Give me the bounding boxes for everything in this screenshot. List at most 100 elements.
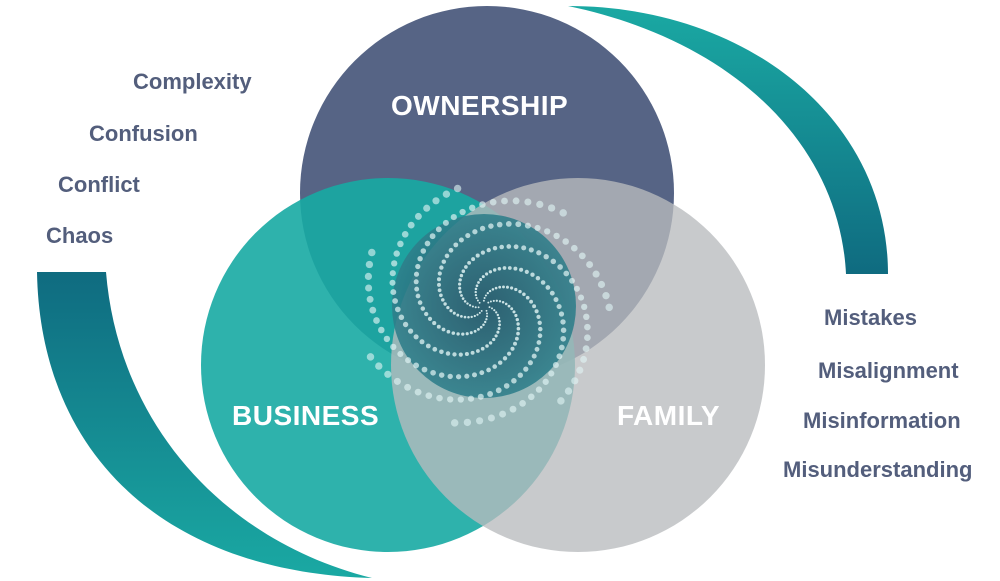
spiral-dot [557, 397, 565, 405]
spiral-dot [536, 340, 542, 345]
spiral-dot [461, 269, 466, 273]
spiral-dot [487, 391, 494, 397]
spiral-dot [513, 244, 519, 250]
spiral-dot [463, 418, 472, 427]
spiral-dot [522, 292, 526, 297]
spiral-dot [474, 287, 478, 291]
spiral-dot [514, 287, 518, 292]
spiral-dot [393, 250, 400, 257]
spiral-dot [472, 372, 477, 378]
spiral-dot [488, 270, 493, 274]
spiral-dot [467, 260, 472, 265]
left-word-complexity: Complexity [133, 69, 252, 94]
spiral-dot [484, 320, 487, 324]
spiral-dot [458, 290, 462, 294]
spiral-dot [475, 349, 480, 353]
spiral-dot [489, 198, 497, 206]
spiral-dot [516, 326, 521, 331]
spiral-dot [439, 293, 443, 298]
spiral-dot [453, 184, 462, 193]
spiral-dot [504, 302, 508, 306]
spiral-dot [488, 341, 493, 345]
spiral-dot [473, 314, 476, 318]
spiral-dot [536, 314, 541, 319]
spiral-dot [559, 209, 567, 217]
spiral-dot [461, 332, 465, 336]
spiral-dot [564, 387, 573, 395]
spiral-dot [560, 319, 566, 325]
spiral-dot [471, 257, 476, 262]
spiral-dot [597, 280, 606, 289]
spiral-dot [458, 286, 462, 290]
spiral-dot [457, 396, 464, 403]
spiral-dot [451, 331, 456, 335]
spiral-dot [510, 346, 515, 351]
spiral-dot [505, 221, 512, 227]
spiral-dot [413, 279, 419, 285]
spiral-dot [485, 315, 489, 318]
spiral-dot [513, 266, 518, 271]
spiral-dot [524, 198, 532, 206]
spiral-dot [582, 345, 590, 353]
spiral-dot [475, 284, 479, 288]
spiral-dot [446, 396, 454, 403]
spiral-dot [453, 242, 459, 248]
spiral-dot [402, 321, 409, 328]
spiral-dot [485, 344, 489, 348]
spiral-dot [496, 330, 500, 334]
spiral-dot [369, 306, 377, 314]
spiral-dot [479, 370, 485, 376]
spiral-dot [414, 286, 420, 292]
spiral-dot [548, 370, 555, 377]
right-word-misinformation: Misinformation [803, 408, 961, 433]
spiral-dot [535, 386, 543, 393]
spiral-dot [545, 285, 551, 290]
spiral-dot [414, 212, 422, 220]
spiral-dot [570, 244, 578, 252]
spiral-dot [474, 293, 478, 297]
spiral-dot [536, 200, 544, 208]
spiral-dot [436, 394, 443, 402]
spiral-dot [562, 238, 569, 245]
spiral-dot [486, 247, 491, 253]
spiral-dot [487, 301, 490, 304]
spiral-dot [556, 303, 562, 310]
spiral-dot [458, 278, 462, 282]
spiral-dot [435, 226, 442, 233]
spiral-dot [536, 250, 542, 256]
spiral-dot [394, 306, 401, 313]
spiral-dot [571, 377, 579, 385]
spiral-dot [391, 260, 398, 267]
spiral-dot [450, 214, 457, 221]
spiral-dot [497, 267, 502, 271]
spiral-dot [525, 295, 530, 300]
spiral-dot [413, 362, 420, 369]
spiral-dot [429, 233, 436, 240]
spiral-dot [398, 314, 405, 321]
spiral-dot [446, 329, 451, 334]
spiral-dot [544, 228, 551, 235]
spiral-dot [468, 204, 476, 212]
spiral-dot [553, 297, 559, 303]
spiral-dot [535, 275, 541, 281]
spiral-dot [584, 323, 591, 331]
spiral-dot [527, 360, 533, 366]
spiral-dot [537, 320, 542, 325]
spiral-dot [456, 313, 460, 317]
ownership-label: OWNERSHIP [391, 90, 569, 121]
spiral-dot [499, 410, 507, 418]
spiral-dot [378, 326, 385, 334]
spiral-dot [495, 311, 498, 314]
spiral-dot [415, 293, 421, 299]
spiral-dot [368, 248, 376, 257]
spiral-dot [464, 373, 470, 379]
spiral-dot [477, 281, 480, 284]
spiral-dot [510, 286, 514, 290]
spiral-dot [456, 332, 460, 336]
spiral-dot [432, 321, 437, 326]
spiral-dot [459, 273, 464, 278]
spiral-dot [491, 307, 493, 310]
spiral-dot [424, 311, 429, 317]
spiral-dot [407, 328, 414, 334]
